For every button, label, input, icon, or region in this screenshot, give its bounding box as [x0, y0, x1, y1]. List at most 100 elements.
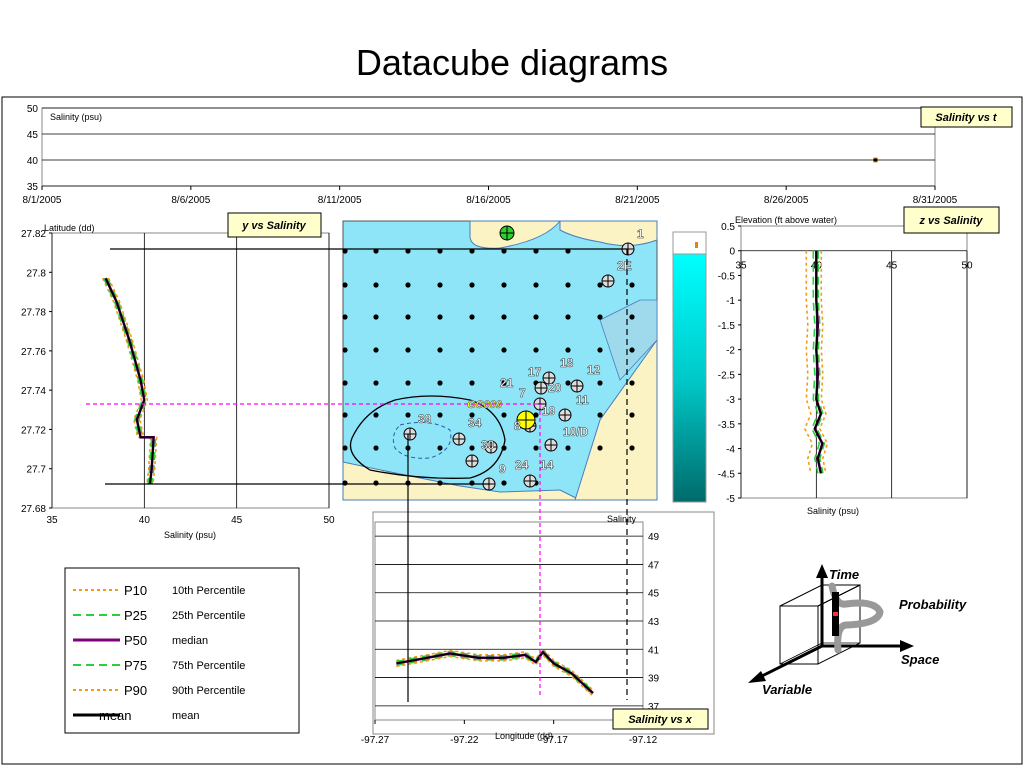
map-grid-point: [597, 282, 603, 288]
lon-title: Salinity vs x: [628, 714, 692, 726]
map-station-label: 17: [528, 365, 542, 379]
legend-box: [64, 567, 300, 734]
elev-ytick-label: -3.5: [718, 420, 736, 431]
datacube-diagram: Time Probability Space Variable: [748, 564, 967, 697]
map-grid-point: [342, 314, 348, 320]
map-inlet: [599, 299, 658, 381]
map-grid-point: [469, 314, 475, 320]
map-grid-point: [565, 248, 571, 254]
map-grid-point: [373, 347, 379, 353]
map-station-label: 39: [418, 412, 432, 426]
map-grid-point: [469, 347, 475, 353]
lat-xtick-label: 50: [323, 515, 335, 526]
map-grid-point: [437, 248, 443, 254]
time-xtick-label: 8/21/2005: [615, 195, 660, 206]
elev-series-p75: [815, 250, 826, 474]
legend-code: P10: [124, 583, 147, 598]
map-coast-northeast: [559, 220, 658, 246]
cube-space-label: Space: [901, 652, 939, 667]
lon-ytick-label: 49: [648, 532, 660, 543]
map-station-label: 21: [500, 376, 514, 390]
map-grid-point: [342, 480, 348, 486]
elev-ytick-label: -4: [726, 445, 735, 456]
elev-ytick-label: -2: [726, 346, 735, 357]
time-xtick-label: 8/6/2005: [171, 195, 210, 206]
map-grid-point: [533, 248, 539, 254]
map-barrier-island: [574, 338, 658, 501]
lon-ytick-label: 45: [648, 589, 660, 600]
time-xtick-label: 8/1/2005: [23, 195, 62, 206]
lat-title-box: [227, 212, 322, 238]
map-grid-point: [629, 380, 635, 386]
map-station-label: 20: [548, 381, 562, 395]
cube-probability-label: Probability: [899, 597, 967, 612]
elev-series-p90: [818, 250, 829, 474]
elev-ytick-label: -0.5: [718, 271, 736, 282]
map-grid-point: [501, 445, 507, 451]
outer-border: [1, 96, 1023, 765]
lat-ytick-label: 27.8: [27, 268, 47, 279]
map-island-north: [469, 220, 562, 249]
lon-xtick-label: -97.12: [629, 735, 658, 746]
map-grid-point: [565, 445, 571, 451]
legend-label: 90th Percentile: [172, 685, 245, 697]
lon-ytick-label: 43: [648, 617, 660, 628]
map-grid-point: [501, 380, 507, 386]
legend-code: P25: [124, 608, 147, 623]
time-xtick-label: 8/31/2005: [913, 195, 958, 206]
map-grid-point: [373, 380, 379, 386]
elev-series-p10: [803, 250, 814, 474]
map-station-label: 19: [542, 404, 556, 418]
map-grid-point: [405, 347, 411, 353]
lon-xtick-label: -97.17: [539, 735, 568, 746]
elev-ylabel: Elevation (ft above water): [735, 215, 837, 225]
lon-series-p25: [396, 648, 594, 692]
map-grid-point: [469, 380, 475, 386]
lat-ylabel: Latitude (dd): [44, 223, 95, 233]
variable-axis: [757, 644, 823, 680]
map-grid-point: [501, 347, 507, 353]
map-station-label: 1: [637, 227, 644, 241]
elev-ytick-label: 0.5: [721, 222, 735, 233]
legend-label: 75th Percentile: [172, 660, 245, 672]
lat-ytick-label: 27.68: [21, 504, 46, 515]
elev-ytick-label: -1: [726, 296, 735, 307]
map-grid-point: [629, 314, 635, 320]
map-station-label: GC009: [467, 399, 503, 411]
map-grid-point: [565, 347, 571, 353]
cube-time-label: Time: [829, 567, 859, 582]
lat-title: y vs Salinity: [241, 220, 306, 232]
map-grid-point: [597, 347, 603, 353]
map-grid-point: [405, 248, 411, 254]
map-grid-point: [501, 412, 507, 418]
map-station-label: 24: [515, 458, 529, 472]
lon-ytick-label: 39: [648, 674, 660, 685]
elev-ytick-label: -1.5: [718, 321, 736, 332]
map-grid-point: [629, 347, 635, 353]
elev-ytick-label: 0: [729, 247, 735, 258]
page-title: Datacube diagrams: [355, 42, 669, 83]
lon-series-p75: [396, 652, 594, 696]
map-grid-point: [405, 380, 411, 386]
map-grid-point: [565, 282, 571, 288]
map-grid-point: [501, 314, 507, 320]
map-station-label: 8: [514, 419, 521, 433]
lat-xlabel: Salinity (psu): [164, 530, 216, 540]
elev-xtick-label: 50: [961, 261, 973, 272]
map-grid-point: [501, 480, 507, 486]
map-grid-point: [533, 282, 539, 288]
lat-ytick-label: 27.72: [21, 425, 46, 436]
map-station-label: 2E: [617, 259, 632, 273]
map-grid-point: [437, 347, 443, 353]
map-grid-point: [533, 347, 539, 353]
lat-series-mean: [104, 277, 155, 485]
salinity-colorbar: [672, 231, 707, 503]
guide-lines: [86, 248, 628, 702]
lon-series-p10: [396, 647, 594, 691]
legend-label: mean: [172, 710, 200, 722]
